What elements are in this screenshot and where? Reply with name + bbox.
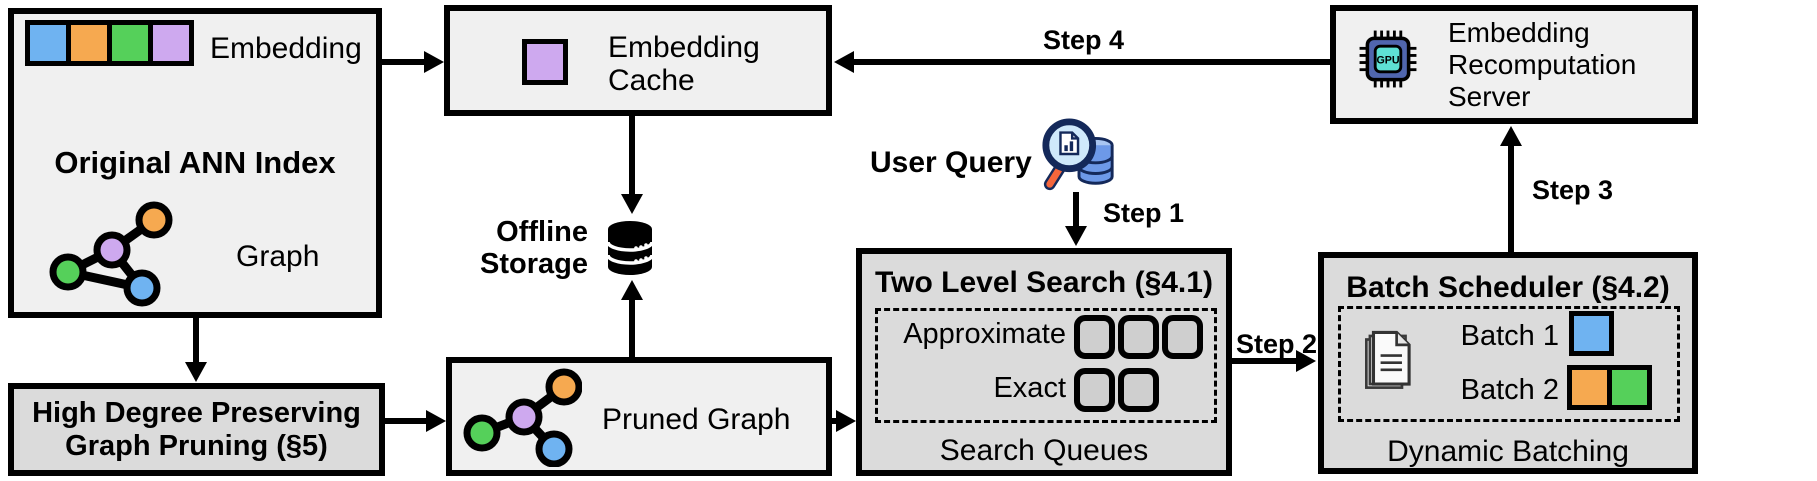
batch1-label: Batch 1 [1460,320,1559,352]
search-queues-caption: Search Queues [939,434,1149,467]
original-ann-index-box: Embedding Original ANN Index Graph [8,8,382,318]
step4-label: Step 4 [1043,25,1125,55]
batch-scheduler-box: Batch Scheduler (§4.2) Batch 1 Batch 2 [1318,252,1698,474]
embedding-vector-icon [25,20,194,66]
embedding-cell-orange [71,25,107,61]
graph-icon [46,200,178,312]
queue-slot [1162,315,1203,359]
step1-label: Step 1 [1103,198,1185,228]
user-query-label: User Query [870,146,1032,179]
graph-label: Graph [236,240,320,273]
graph-pruning-title-line2: Graph Pruning (§5) [65,429,328,462]
two-level-search-title: Two Level Search (§4.1) [875,266,1213,299]
pruned-graph-box: Pruned Graph [446,357,832,476]
cached-embedding-icon [522,39,568,85]
recomputation-server-box: GPU Embedding Recomputation Server [1330,5,1698,124]
embedding-cell-blue [30,25,66,61]
embedding-cell-green [112,25,148,61]
batch1-cell-blue [1574,316,1609,351]
graph-pruning-title-line1: High Degree Preserving [32,396,361,429]
dynamic-batching-panel: Batch 1 Batch 2 [1338,306,1680,422]
gpu-icon: GPU [1356,27,1420,91]
offline-storage-label: Offline Storage [480,216,588,280]
approximate-label: Approximate [903,318,1066,350]
two-level-search-box: Two Level Search (§4.1) Approximate Exac… [856,248,1232,476]
dynamic-batching-caption: Dynamic Batching [1387,435,1629,468]
batch1-squares [1569,311,1614,356]
batch-scheduler-title: Batch Scheduler (§4.2) [1346,271,1670,304]
queue-slot [1118,368,1159,412]
exact-queue-slots [1074,368,1159,412]
graph-pruning-box: High Degree Preserving Graph Pruning (§5… [8,383,385,476]
database-icon [606,220,654,276]
pruned-graph-icon [462,367,582,467]
gpu-icon-label: GPU [1376,54,1399,66]
embedding-cache-label: Embedding Cache [608,31,760,97]
queue-slot [1074,368,1115,412]
queue-slot [1074,315,1115,359]
pruned-graph-label: Pruned Graph [602,403,791,436]
batch2-label: Batch 2 [1460,374,1559,406]
batch2-cell-green [1612,370,1647,405]
search-queues-panel: Approximate Exact [875,308,1217,423]
approximate-queue-slots [1074,315,1203,359]
documents-icon [1361,325,1418,395]
batch2-cell-orange [1572,370,1607,405]
queue-slot [1118,315,1159,359]
step2-label: Step 2 [1236,329,1318,359]
step3-label: Step 3 [1532,175,1614,205]
exact-label: Exact [993,372,1066,404]
embedding-cell-purple [153,25,189,61]
embedding-label: Embedding [210,32,362,65]
batch2-squares [1567,365,1652,410]
embedding-cache-box: Embedding Cache [444,5,832,116]
query-search-database-icon [1040,116,1118,194]
ann-index-title: Original ANN Index [54,145,336,180]
recomputation-server-label: Embedding Recomputation Server [1448,17,1637,112]
